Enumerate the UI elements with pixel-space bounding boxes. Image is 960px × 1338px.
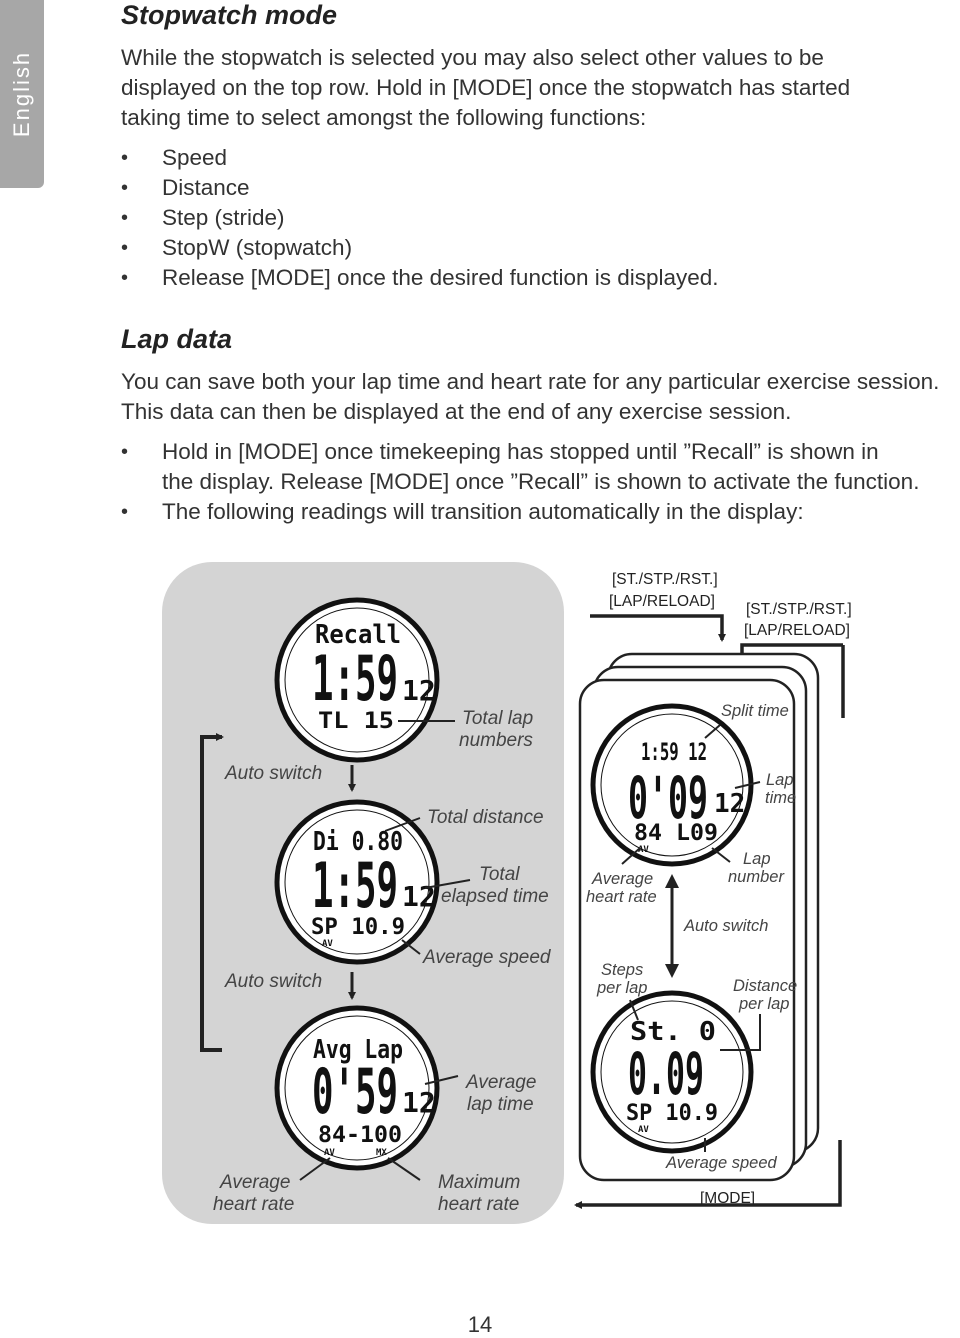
lap-reload-label: [LAP/RELOAD] (609, 593, 715, 610)
svg-text:time: time (765, 789, 796, 807)
svg-text:heart rate: heart rate (586, 888, 657, 906)
mode-button-label: [MODE] (700, 1190, 755, 1207)
lap-data-heading: Lap data (121, 324, 233, 354)
list-item: StopW (stopwatch) (121, 233, 719, 263)
stopwatch-mode-heading: Stopwatch mode (121, 0, 338, 30)
loop-arrow (200, 733, 224, 1052)
lcd-main-time: 1:59 (312, 642, 398, 715)
lcd-small-digits: 12 (402, 674, 436, 707)
total-elapsed-label: Total (479, 864, 520, 885)
watch-display-recall: Recall 1:59 12 TL 15 (274, 597, 440, 763)
svg-text:heart rate: heart rate (438, 1194, 519, 1215)
auto-switch-label-right: Auto switch (683, 917, 768, 935)
lcd-line-3: 84-100 (318, 1123, 402, 1148)
svg-text:lap time: lap time (467, 1094, 534, 1115)
button-arrow (590, 614, 726, 642)
stopwatch-function-list: Speed Distance Step (stride) StopW (stop… (121, 143, 719, 293)
lcd-line-1: St. 0 (630, 1017, 716, 1047)
lcd-line-3: 84 L09 (634, 821, 718, 846)
lcd-line-1: Di 0.80 (313, 827, 403, 857)
lap-number-label: Lap (743, 850, 771, 868)
svg-text:[ST./STP./RST.]: [ST./STP./RST.] (746, 601, 852, 618)
svg-text:[LAP/RELOAD]: [LAP/RELOAD] (744, 622, 850, 639)
lcd-small-digits: 12 (402, 1086, 436, 1119)
lcd-main-time: 0'09 (628, 764, 708, 832)
distance-per-lap-label: Distance (733, 977, 797, 995)
split-time-label: Split time (721, 702, 789, 720)
lap-time-label: Lap (766, 771, 794, 789)
svg-text:elapsed time: elapsed time (441, 886, 549, 907)
svg-text:AV: AV (638, 845, 649, 855)
steps-per-lap-label: Steps (601, 961, 643, 979)
watch-display-distance: Di 0.80 1:59 12 SP 10.9 AV (274, 799, 440, 965)
svg-text:per lap: per lap (596, 979, 647, 997)
svg-text:numbers: numbers (459, 730, 533, 751)
avg-hr-label: Average (219, 1172, 290, 1193)
watch-display-steps: St. 0 0.09 SP 10.9 AV (590, 990, 754, 1154)
lcd-line-1: 1:59 12 (641, 738, 707, 766)
list-item: Hold in [MODE] once timekeeping has stop… (121, 437, 919, 497)
page-number: 14 (467, 1312, 493, 1337)
lcd-main-time: 1:59 (312, 849, 398, 922)
average-speed-label-right: Average speed (665, 1154, 778, 1172)
auto-switch-label-1: Auto switch (224, 763, 322, 784)
avg-hr-label-right: Average (591, 870, 653, 888)
total-lap-label: Total lap (462, 708, 533, 729)
lcd-main-time: 0'59 (312, 1055, 398, 1128)
list-item: Step (stride) (121, 203, 719, 233)
list-item: Speed (121, 143, 719, 173)
lcd-main-time: 0.09 (628, 1040, 704, 1108)
svg-text:number: number (728, 868, 785, 886)
mode-return-arrow (574, 1140, 842, 1209)
svg-text:heart rate: heart rate (213, 1194, 294, 1215)
auto-switch-label-2: Auto switch (224, 971, 322, 992)
lcd-small-digits: 12 (402, 880, 436, 913)
average-lap-label: Average (465, 1072, 536, 1093)
lap-data-paragraph: You can save both your lap time and hear… (121, 369, 940, 424)
lcd-line-1: Recall (315, 620, 401, 650)
list-item: The following readings will transition a… (121, 497, 919, 527)
svg-text:per lap: per lap (738, 995, 789, 1013)
svg-text:AV: AV (322, 939, 333, 949)
lcd-line-1: Avg Lap (313, 1035, 403, 1065)
svg-text:MX: MX (376, 1148, 387, 1158)
total-distance-label: Total distance (427, 807, 544, 828)
lcd-line-3: TL 15 (318, 709, 394, 734)
average-speed-label: Average speed (422, 947, 552, 968)
st-stp-rst-label: [ST./STP./RST.] (612, 571, 718, 588)
stopwatch-paragraph: While the stopwatch is selected you may … (121, 45, 851, 130)
watch-display-avg-lap: Avg Lap 0'59 12 84-100 AV MX (274, 1005, 440, 1171)
language-tab: English (0, 0, 44, 188)
list-item: Release [MODE] once the desired function… (121, 263, 719, 293)
list-item: Distance (121, 173, 719, 203)
watch-display-lap-time: 1:59 12 0'09 12 84 L09 AV (590, 703, 754, 867)
lcd-line-3: SP 10.9 (626, 1101, 718, 1126)
lcd-line-3: SP 10.9 (311, 915, 405, 940)
lcd-small-digits: 12 (714, 789, 745, 819)
max-hr-label: Maximum (438, 1172, 520, 1193)
svg-text:AV: AV (638, 1125, 649, 1135)
svg-text:AV: AV (324, 1148, 335, 1158)
lap-data-list: Hold in [MODE] once timekeeping has stop… (121, 437, 919, 527)
